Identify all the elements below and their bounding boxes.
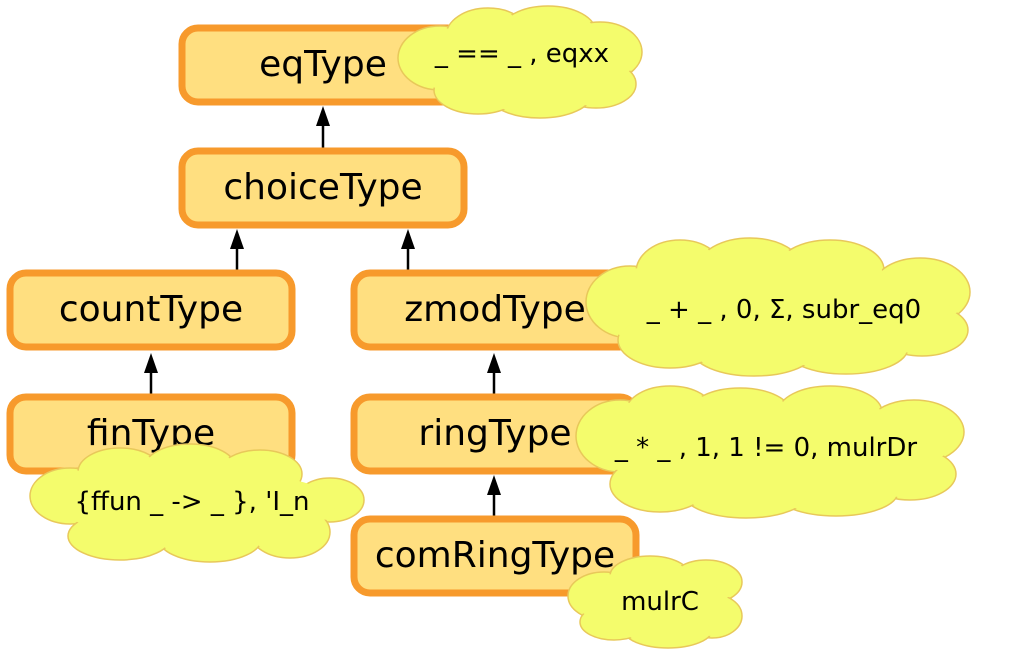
edge-zmodType-choiceType	[401, 229, 415, 272]
cloud-ringType-label: _ * _ , 1, 1 != 0, mulrDr	[614, 433, 917, 463]
node-eqType: eqType	[178, 24, 468, 106]
node-ringType-label: ringType	[418, 413, 571, 454]
node-countType-label: countType	[59, 289, 243, 330]
node-choiceType-label: choiceType	[223, 167, 422, 208]
cloud-zmodType-label: _ + _ , 0, Σ, subr_eq0	[646, 295, 921, 325]
cloud-finType: {ffun _ -> _ }, 'I_n	[29, 443, 365, 563]
cloud-comRingType: mulrC	[567, 555, 743, 649]
cloud-eqType-label: _ == _ , eqxx	[434, 39, 609, 69]
node-ringType: ringType	[350, 393, 640, 475]
node-countType: countType	[6, 269, 296, 351]
cloud-ringType: _ * _ , 1, 1 != 0, mulrDr	[575, 385, 965, 519]
edges	[144, 106, 501, 518]
node-comRingType-label: comRingType	[375, 535, 615, 576]
cloud-finType-label: {ffun _ -> _ }, 'I_n	[74, 487, 309, 517]
edge-countType-choiceType	[230, 229, 244, 272]
cloud-comRingType-label: mulrC	[621, 587, 699, 617]
node-eqType-label: eqType	[259, 44, 387, 85]
node-choiceType: choiceType	[178, 147, 468, 229]
edge-ringType-zmodType	[487, 353, 501, 396]
edge-choiceType-eqType	[316, 106, 330, 150]
edge-finType-countType	[144, 353, 158, 396]
cloud-zmodType: _ + _ , 0, Σ, subr_eq0	[585, 237, 971, 377]
edge-comRingType-ringType	[487, 475, 501, 518]
node-zmodType-label: zmodType	[404, 289, 586, 330]
node-comRingType: comRingType	[350, 515, 640, 597]
cloud-eqType: _ == _ , eqxx	[397, 5, 643, 119]
